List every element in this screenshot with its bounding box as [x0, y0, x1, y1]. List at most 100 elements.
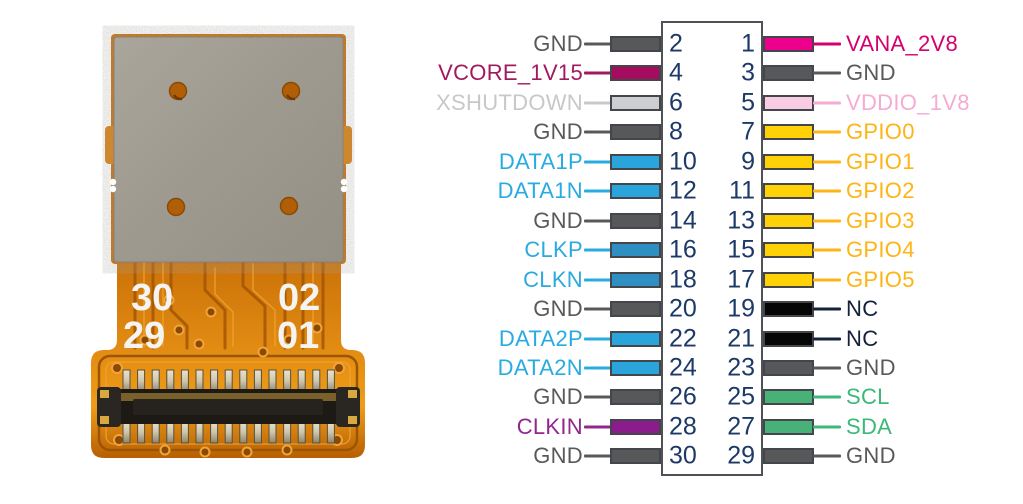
pin-wire-right [813, 101, 841, 105]
pin-wire-left [584, 219, 611, 223]
pin-number-left: 10 [669, 147, 697, 176]
pin-row: GND 8 7 GPIO0 [420, 118, 1020, 146]
pin-label-left: DATA1P [498, 148, 583, 174]
pin-row: VCORE_1V15 4 3 GND [420, 59, 1020, 87]
pin-label-left: GND [533, 443, 583, 469]
pin-number-left: 20 [669, 294, 697, 323]
pin-label-left: GND [533, 296, 583, 322]
pin-label-left: XSHUTDOWN [436, 89, 583, 115]
pin-number-left: 16 [669, 235, 697, 264]
pin-box-left [610, 94, 661, 111]
pin-wire-left [584, 307, 611, 311]
emi-shield [109, 36, 348, 263]
pin-box-right [763, 330, 814, 347]
pin-number-left: 6 [669, 88, 683, 117]
pin-number-left: 18 [669, 265, 697, 294]
pin-row: DATA1P 10 9 GPIO1 [420, 148, 1020, 176]
connector-pins-top [122, 369, 335, 393]
pin-box-right [763, 389, 814, 406]
pin-wire-left [584, 395, 611, 399]
pin-box-right [763, 359, 814, 376]
pin-number-left: 14 [669, 206, 697, 235]
pin-label-left: DATA2P [498, 325, 583, 351]
pin-label-right: NC [846, 325, 879, 351]
pin-number-left: 28 [669, 412, 697, 441]
pin-number-right: 13 [727, 206, 755, 235]
flex-side-tab-left [105, 126, 116, 164]
pin-wire-left [584, 189, 611, 193]
camera-module-svg: 30 02 29 01 [91, 34, 365, 458]
pin-box-right [763, 448, 814, 465]
pin-wire-right [813, 307, 841, 311]
pin-label-right: GPIO0 [846, 119, 915, 145]
notch-right [340, 178, 348, 186]
pin-number-left: 22 [669, 324, 697, 352]
silkscreen-labels: 30 02 29 01 [123, 277, 320, 357]
vias [111, 294, 345, 458]
pin-wire-left [584, 366, 611, 370]
pin-wire-right [813, 219, 841, 223]
pin-label-left: CLKN [523, 266, 583, 292]
pin-number-left: 2 [669, 29, 683, 58]
pin-wire-right [813, 71, 841, 75]
pin-wire-right [813, 130, 841, 134]
pin-box-left [610, 242, 661, 259]
pin-number-left: 4 [669, 58, 683, 87]
pin-wire-left [584, 130, 611, 134]
pin-box-right [763, 183, 814, 200]
pin-number-right: 25 [727, 382, 755, 411]
pin-row: DATA2P 22 21 NC [420, 325, 1020, 353]
pin-box-right [763, 301, 814, 318]
pin-number-left: 24 [669, 353, 697, 382]
mounting-holes [166, 81, 301, 217]
pin-label-right: NC [846, 296, 879, 322]
pin-label-right: GPIO3 [846, 207, 915, 233]
pin-row: DATA2N 24 23 GND [420, 354, 1020, 382]
pin-box-right [763, 94, 814, 111]
pin-row: GND 20 19 NC [420, 295, 1020, 323]
pin-number-right: 19 [727, 294, 755, 323]
pin-box-left [610, 65, 661, 82]
pin-box-left [610, 124, 661, 141]
pin-row: CLKN 18 17 GPIO5 [420, 266, 1020, 294]
notch-left [109, 178, 117, 186]
pin-number-left: 26 [669, 382, 697, 411]
pin-wire-left [584, 101, 611, 105]
pin-label-left: DATA1N [497, 178, 583, 204]
pin-wire-right [813, 248, 841, 252]
pin-label-right: GND [846, 60, 896, 86]
notch-left-2 [109, 185, 117, 193]
silkscreen-01: 01 [277, 315, 319, 357]
pin-number-right: 21 [727, 324, 755, 352]
pin-number-left: 8 [669, 117, 683, 146]
pin-number-right: 23 [727, 353, 755, 382]
pin-label-left: DATA2N [497, 354, 583, 380]
pin-row: GND 2 1 VANA_2V8 [420, 30, 1020, 58]
pin-number-left: 12 [669, 176, 697, 205]
pin-box-right [763, 242, 814, 259]
pin-wire-left [584, 160, 611, 164]
pin-wire-left [584, 278, 611, 282]
pin-label-right: SDA [846, 413, 893, 439]
pin-box-right [763, 65, 814, 82]
pin-wire-right [813, 395, 841, 399]
pin-row: GND 26 25 SCL [420, 383, 1020, 411]
silkscreen-30: 30 [131, 277, 173, 319]
pin-box-left [610, 301, 661, 318]
pin-box-left [610, 212, 661, 229]
pin-box-right [763, 271, 814, 288]
pin-box-right [763, 36, 814, 52]
pin-wire-left [584, 425, 611, 429]
connector-outline [661, 21, 763, 476]
camera-module-photo: 30 02 29 01 [75, 10, 397, 492]
pin-wire-right [813, 160, 841, 164]
pin-box-left [610, 389, 661, 406]
pin-number-right: 9 [741, 147, 755, 176]
pin-label-left: GND [533, 384, 583, 410]
pin-row: GND 14 13 GPIO3 [420, 207, 1020, 235]
pin-box-right [763, 153, 814, 170]
pin-label-left: CLKIN [516, 413, 583, 439]
pin-wire-right [813, 366, 841, 370]
pin-label-right: GPIO4 [846, 237, 915, 263]
pin-number-right: 1 [741, 29, 755, 58]
